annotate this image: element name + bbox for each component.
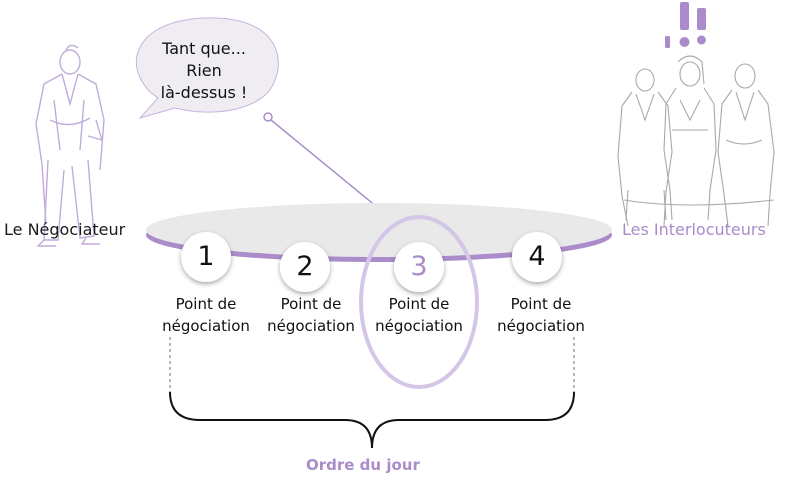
exclamation-icon [665,2,706,48]
point-number-4: 4 [528,241,546,272]
speech-line: là-dessus ! [160,83,248,102]
speech-bubble-text: Tant que... Rien là-dessus ! [145,38,263,104]
point-circles [181,232,562,292]
interlocutors-label: Les Interlocuteurs [622,220,766,239]
point-circle-1 [181,232,231,282]
point-circle-3 [394,242,444,292]
point-label-2: Point de négociation [251,293,371,337]
point-label-line: négociation [267,317,355,335]
point-label-4: Point de négociation [481,293,601,337]
point-label-line: Point de [510,295,572,313]
point-number-3: 3 [410,251,428,282]
agenda-label: Ordre du jour [306,456,420,474]
negotiator-label: Le Négociateur [4,220,126,239]
point-label-line: Point de [388,295,450,313]
point-label-line: Point de [280,295,342,313]
point-label-line: négociation [375,317,463,335]
curly-brace-icon [169,391,575,449]
point-number-1: 1 [197,241,215,272]
negotiator-figure [35,44,105,247]
interlocutors-group [617,55,775,227]
point-circle-2 [280,242,330,292]
speech-line: Tant que... [162,39,246,58]
point-label-line: Point de [175,295,237,313]
point-circle-4 [512,232,562,282]
pointer-arrow [263,112,391,218]
point-label-line: négociation [162,317,250,335]
point-number-2: 2 [296,251,314,282]
point-label-line: négociation [497,317,585,335]
point-label-1: Point de négociation [146,293,266,337]
point-label-3: Point de négociation [359,293,479,337]
negotiation-table [146,203,612,262]
speech-line: Rien [186,61,222,80]
speech-bubble [135,17,279,119]
highlight-oval [359,215,479,389]
